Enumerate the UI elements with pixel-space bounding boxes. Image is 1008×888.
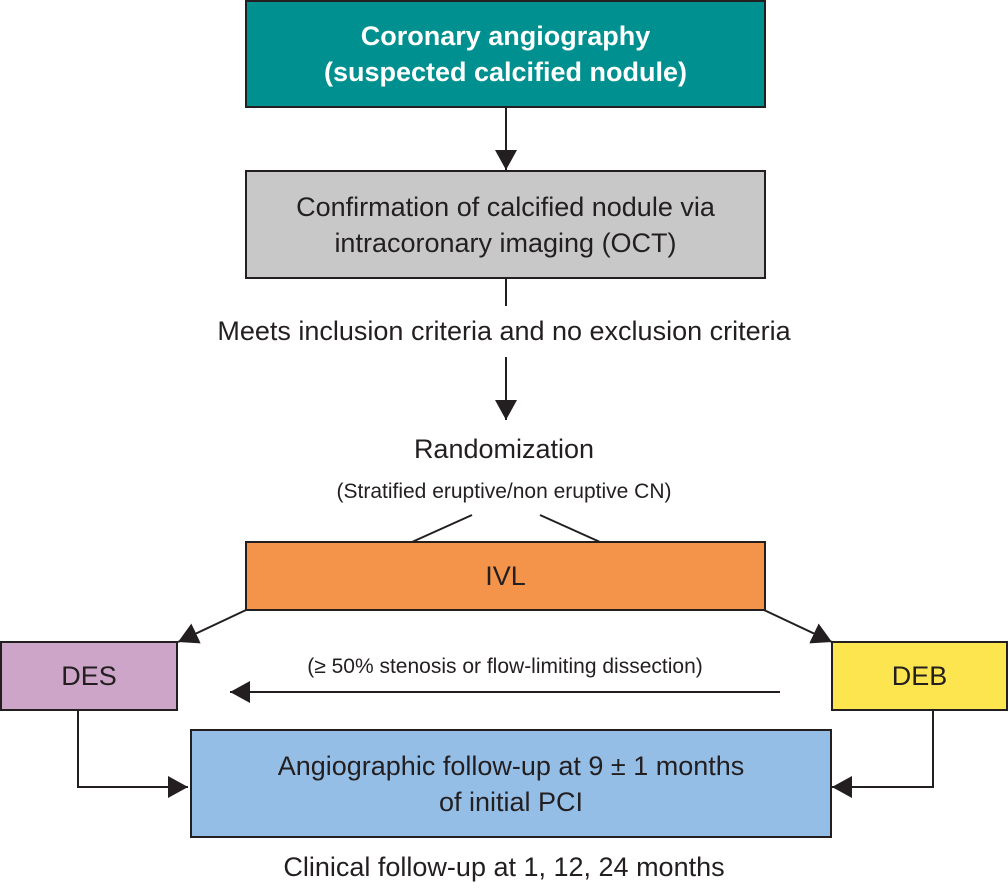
clinical-followup-label: Clinical follow-up at 1, 12, 24 months [283,852,725,882]
des-label: DES [61,660,117,691]
deb-box: DEB [831,641,1008,711]
ivl-label: IVL [485,560,526,591]
followup-line1: Angiographic follow-up at 9 ± 1 months [277,750,745,781]
angiography-box: Coronary angiography (suspected calcifie… [245,0,766,108]
confirmation-box: Confirmation of calcified nodule via int… [245,170,766,279]
confirmation-line2: intracoronary imaging (OCT) [334,227,677,258]
arrow-deb-to-followup [832,710,934,798]
bailout-label: (≥ 50% stenosis or flow-limiting dissect… [307,655,703,678]
randomization-title: Randomization [413,434,595,464]
followup-box: Angiographic follow-up at 9 ± 1 months o… [190,729,832,838]
confirmation-line1: Confirmation of calcified nodule via [296,191,715,222]
angiography-line2: (suspected calcified nodule) [323,57,688,87]
arrow-des-to-followup [77,710,188,798]
randomization-subtitle: (Stratified eruptive/non eruptive CN) [336,480,672,503]
ivl-box: IVL [245,541,766,611]
line-randomization-left [411,514,473,543]
line-randomization-right [539,514,601,543]
arrow-ivl-to-des [177,609,247,644]
criteria-label: Meets inclusion criteria and no exclusio… [217,316,791,346]
followup-line2: of initial PCI [438,786,584,817]
deb-label: DEB [891,660,948,691]
arrow-ivl-to-deb [763,609,833,644]
angiography-line1: Coronary angiography [360,21,651,51]
des-box: DES [0,641,178,711]
